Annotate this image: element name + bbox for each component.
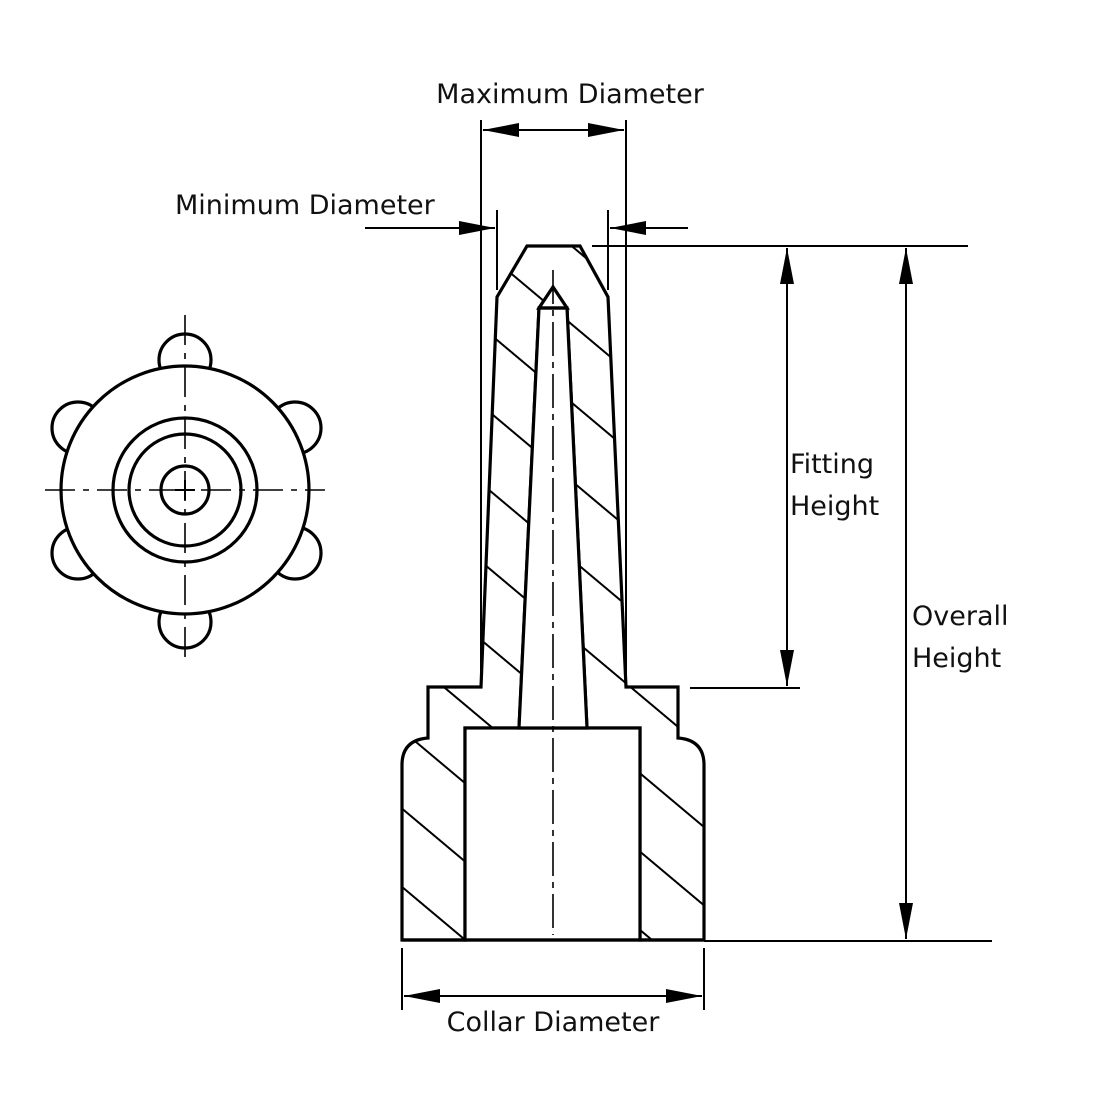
fitting-height-dimension: Fitting Height bbox=[780, 248, 879, 686]
overall-height-label-line2: Height bbox=[912, 643, 1001, 674]
fitting-height-label-line2: Height bbox=[790, 491, 879, 522]
minimum-diameter-label: Minimum Diameter bbox=[175, 190, 436, 221]
maximum-diameter-dimension: Maximum Diameter bbox=[436, 79, 705, 687]
overall-height-dimension: Overall Height bbox=[899, 248, 1009, 939]
maximum-diameter-label: Maximum Diameter bbox=[436, 79, 705, 110]
end-view bbox=[45, 315, 325, 665]
collar-diameter-dimension: Collar Diameter bbox=[401, 948, 705, 1038]
section-view bbox=[400, 244, 706, 942]
fitting-height-label-line1: Fitting bbox=[790, 449, 874, 480]
minimum-diameter-dimension: Minimum Diameter bbox=[175, 190, 688, 290]
overall-height-label-line1: Overall bbox=[912, 601, 1009, 632]
collar-diameter-label: Collar Diameter bbox=[447, 1007, 661, 1038]
